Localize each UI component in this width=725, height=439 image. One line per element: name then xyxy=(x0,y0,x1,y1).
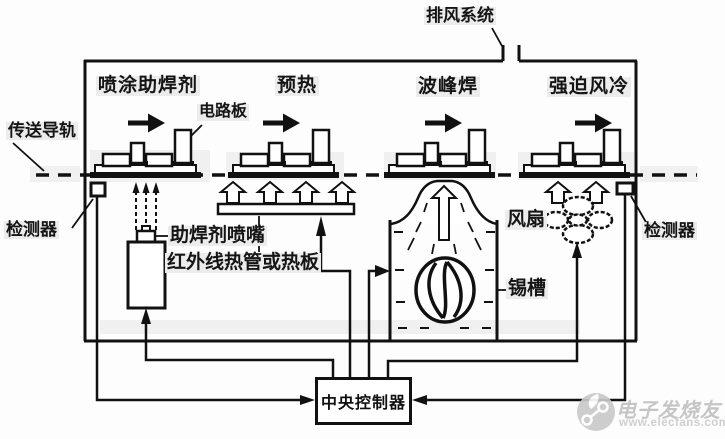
detector-right-label: 检测器 xyxy=(642,221,697,240)
circuit-board-assembly-2 xyxy=(226,128,341,180)
circuit-board-assembly-1 xyxy=(88,128,203,180)
central-controller-label: 中央控制器 xyxy=(320,395,406,412)
control-wiring xyxy=(95,194,627,405)
watermark-site: www.elecfans.com xyxy=(619,417,725,429)
machine-enclosure xyxy=(83,45,638,343)
circuit-board-label: 电路板 xyxy=(197,103,250,121)
fan-icon xyxy=(542,195,614,245)
detector-left-label: 检测器 xyxy=(4,220,59,239)
flow-arrow-icon xyxy=(128,113,165,133)
leader-lines xyxy=(12,27,648,291)
artifact-patch xyxy=(100,320,580,334)
watermark-brand: 电子发烧友 xyxy=(616,400,721,422)
conveyor-rail-label: 传送导轨 xyxy=(6,121,78,140)
flux-nozzle-body xyxy=(135,229,157,244)
detector-right-leader xyxy=(630,195,648,225)
section-label-flux-spray: 喷涂助焊剂 xyxy=(96,75,201,96)
section-label-preheat: 预热 xyxy=(275,75,320,96)
section-label-air-cooling: 强迫风冷 xyxy=(547,76,632,97)
solder-level-dashes xyxy=(394,231,495,329)
preheater xyxy=(216,181,356,216)
solder-wave-flow-lines xyxy=(407,202,482,255)
central-controller-box: 中央控制器 xyxy=(315,377,412,425)
heater-plate xyxy=(216,202,356,216)
flux-spray-jets xyxy=(132,182,160,230)
heat-arrow-icon xyxy=(329,181,355,204)
fan-label: 风扇 xyxy=(505,209,548,230)
heat-arrow-icon xyxy=(257,181,283,204)
exhaust-system-label: 排风系统 xyxy=(424,6,496,25)
heat-arrow-icon xyxy=(220,181,246,204)
conveyor-leader xyxy=(12,142,45,172)
solder-pot xyxy=(388,179,499,341)
wave-up-arrow-icon xyxy=(429,184,459,241)
solder-pot-label: 锡槽 xyxy=(506,278,549,299)
flow-arrow-icon xyxy=(263,113,300,133)
circuit-board-assembly-3 xyxy=(382,128,497,180)
detector-right-sensor xyxy=(615,181,635,196)
artifact-patch xyxy=(640,166,698,182)
flux-nozzle-label: 助焊剂喷嘴 xyxy=(168,225,268,246)
heat-up-arrows xyxy=(220,181,355,204)
flux-sprayer xyxy=(126,182,167,310)
heat-arrow-icon xyxy=(293,181,319,204)
watermark-logo-icon xyxy=(577,393,615,431)
exhaust-leader xyxy=(491,27,503,47)
detector-left-leader xyxy=(71,198,94,229)
flow-arrow-icon xyxy=(425,113,462,133)
flux-tank xyxy=(126,240,167,310)
circuit-board-assembly-4 xyxy=(517,128,632,180)
heater-label: 红外线热管或热板 xyxy=(165,252,322,273)
pump-impeller-icon xyxy=(414,256,476,324)
forced-air-cooling xyxy=(542,181,614,245)
section-label-wave-solder: 波峰焊 xyxy=(416,76,481,97)
detector-left-sensor xyxy=(89,181,107,198)
